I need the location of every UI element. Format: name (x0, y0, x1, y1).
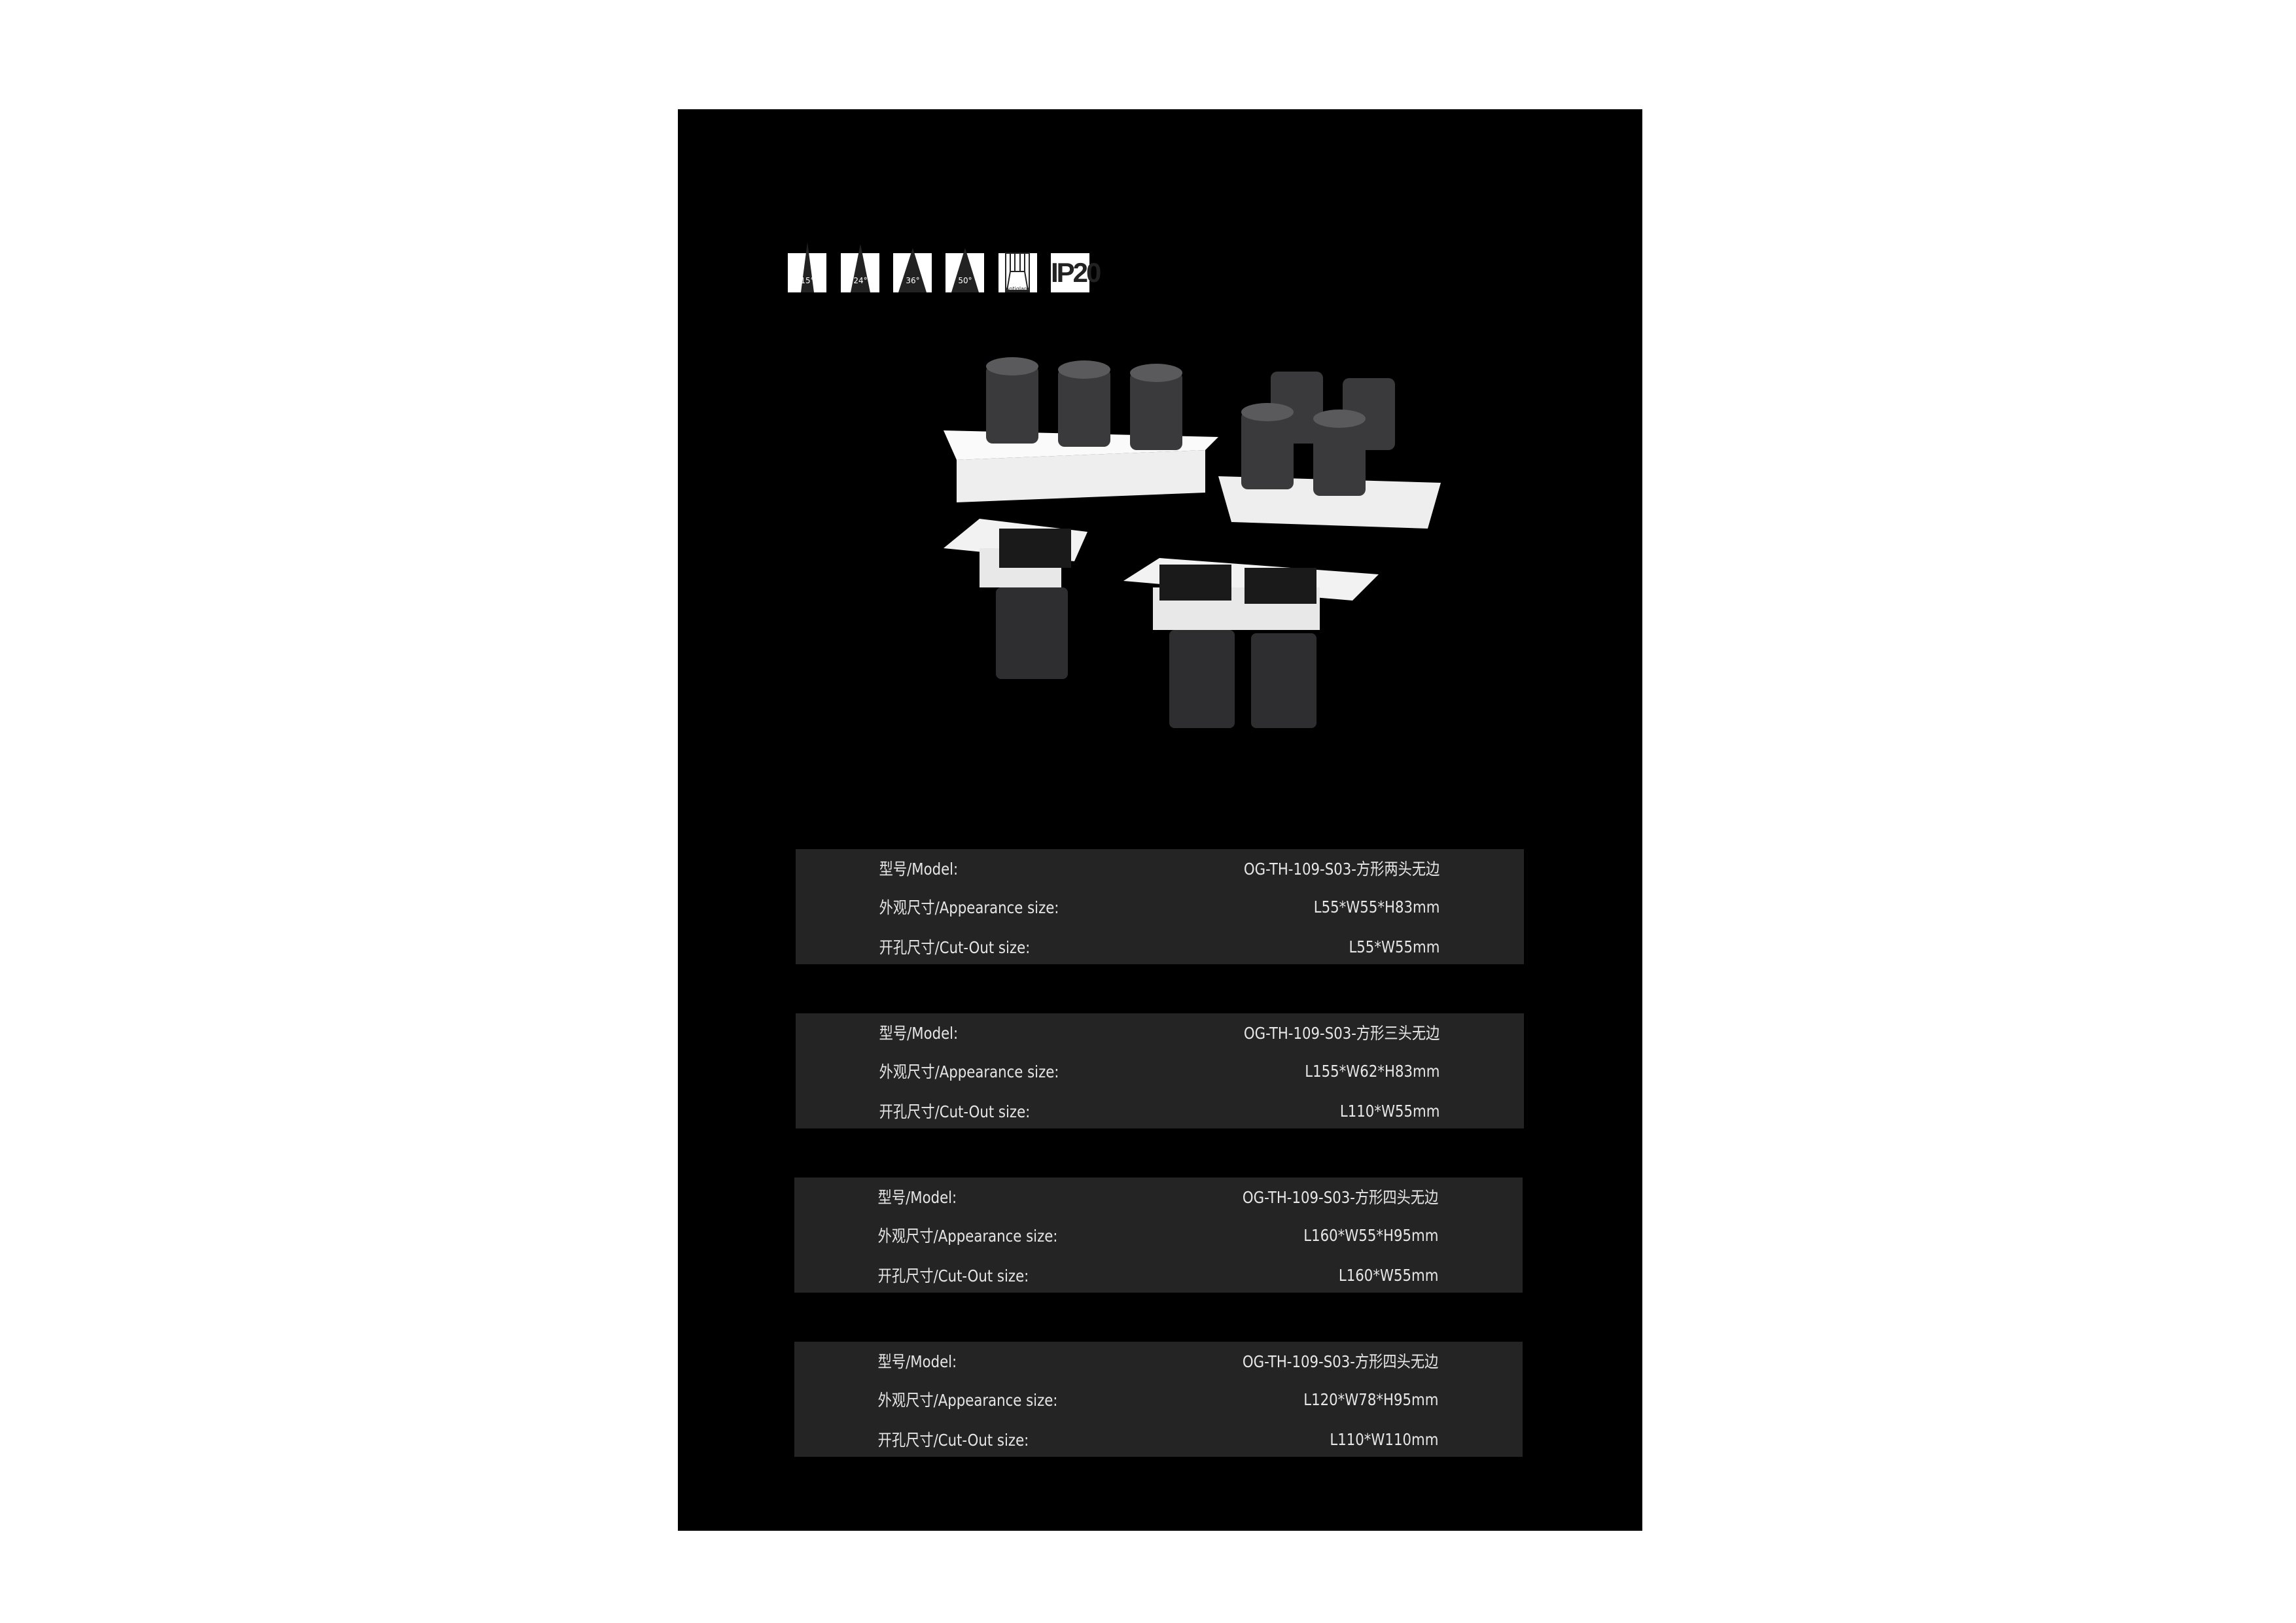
model-value: OG-TH-109-S03-方形四头无边 (1242, 1352, 1439, 1371)
svg-text:24°: 24° (853, 276, 867, 285)
size-value: L155*W62*H83mm (1305, 1061, 1440, 1081)
beam-angle-24-icon: 24° (841, 244, 879, 292)
size-value: L55*W55*H83mm (1313, 897, 1440, 916)
spec-table: 型号/Model: OG-TH-109-S03-方形四头无边外观尺寸/Appear… (794, 1178, 1523, 1293)
size-label: 外观尺寸/Appearance size: (879, 898, 1059, 917)
model-value: OG-TH-109-S03-方形两头无边 (1243, 860, 1440, 879)
cut-label: 开孔尺寸/Cut-Out size: (877, 1266, 1029, 1285)
spec-table: 型号/Model: OG-TH-109-S03-方形两头无边外观尺寸/Appear… (796, 849, 1524, 964)
beam-angle-15-icon: 15° (788, 242, 826, 292)
model-label: 型号/Model: (879, 860, 959, 879)
cut-value: L110*W110mm (1330, 1429, 1439, 1449)
size-label: 外观尺寸/Appearance size: (879, 1062, 1059, 1081)
spec-row-model: 型号/Model: OG-TH-109-S03-方形两头无边 (879, 858, 1440, 879)
spec-row-cut: 开孔尺寸/Cut-Out size: L55*W55mm (879, 937, 1440, 958)
svg-text:15°: 15° (800, 276, 814, 285)
model-value: OG-TH-109-S03-方形四头无边 (1242, 1188, 1439, 1207)
spec-row-cut: 开孔尺寸/Cut-Out size: L110*W55mm (879, 1101, 1440, 1122)
model-value: OG-TH-109-S03-方形三头无边 (1243, 1024, 1440, 1043)
beam-angle-36-icon: 36° (893, 248, 932, 292)
spec-row-size: 外观尺寸/Appearance size: L55*W55*H83mm (879, 897, 1440, 918)
ip-rating-icon: IP20 (1051, 253, 1101, 292)
size-value: L160*W55*H95mm (1303, 1225, 1439, 1245)
single-square-fixture (944, 519, 1087, 679)
spec-row-size: 外观尺寸/Appearance size: L120*W78*H95mm (877, 1389, 1439, 1410)
size-label: 外观尺寸/Appearance size: (877, 1391, 1058, 1410)
spec-row-size: 外观尺寸/Appearance size: L160*W55*H95mm (877, 1225, 1439, 1246)
catalog-page (678, 109, 1642, 1531)
spec-row-cut: 开孔尺寸/Cut-Out size: L160*W55mm (877, 1265, 1439, 1286)
spec-row-size: 外观尺寸/Appearance size: L155*W62*H83mm (879, 1061, 1440, 1082)
svg-text:50°: 50° (958, 276, 972, 285)
spec-table: 型号/Model: OG-TH-109-S03-方形四头无边外观尺寸/Appear… (794, 1342, 1523, 1457)
product-image (944, 357, 1441, 728)
cut-label: 开孔尺寸/Cut-Out size: (877, 1431, 1029, 1450)
spec-row-cut: 开孔尺寸/Cut-Out size: L110*W110mm (877, 1429, 1439, 1450)
spec-row-model: 型号/Model: OG-TH-109-S03-方形四头无边 (877, 1351, 1439, 1371)
four-head-fixture (1218, 372, 1441, 529)
size-label: 外观尺寸/Appearance size: (877, 1227, 1058, 1246)
spec-row-model: 型号/Model: OG-TH-109-S03-方形四头无边 (877, 1187, 1439, 1207)
cut-value: L110*W55mm (1339, 1101, 1440, 1121)
spec-row-model: 型号/Model: OG-TH-109-S03-方形三头无边 (879, 1022, 1440, 1043)
beam-angle-50-icon: 50° (945, 248, 984, 292)
cut-value: L160*W55mm (1338, 1265, 1439, 1285)
model-label: 型号/Model: (879, 1024, 959, 1043)
three-head-fixture (944, 357, 1218, 502)
cut-label: 开孔尺寸/Cut-Out size: (879, 938, 1031, 957)
cut-label: 开孔尺寸/Cut-Out size: (879, 1102, 1031, 1121)
model-label: 型号/Model: (877, 1188, 957, 1207)
svg-text:36°: 36° (906, 276, 919, 285)
spec-table: 型号/Model: OG-TH-109-S03-方形三头无边外观尺寸/Appear… (796, 1013, 1524, 1128)
model-label: 型号/Model: (877, 1352, 957, 1371)
svg-text:Antiglare: Antiglare (1006, 286, 1029, 292)
cut-value: L55*W55mm (1349, 937, 1440, 956)
size-value: L120*W78*H95mm (1303, 1389, 1439, 1409)
antiglare-icon: Antiglare (998, 253, 1037, 292)
double-square-fixture (1123, 558, 1379, 728)
